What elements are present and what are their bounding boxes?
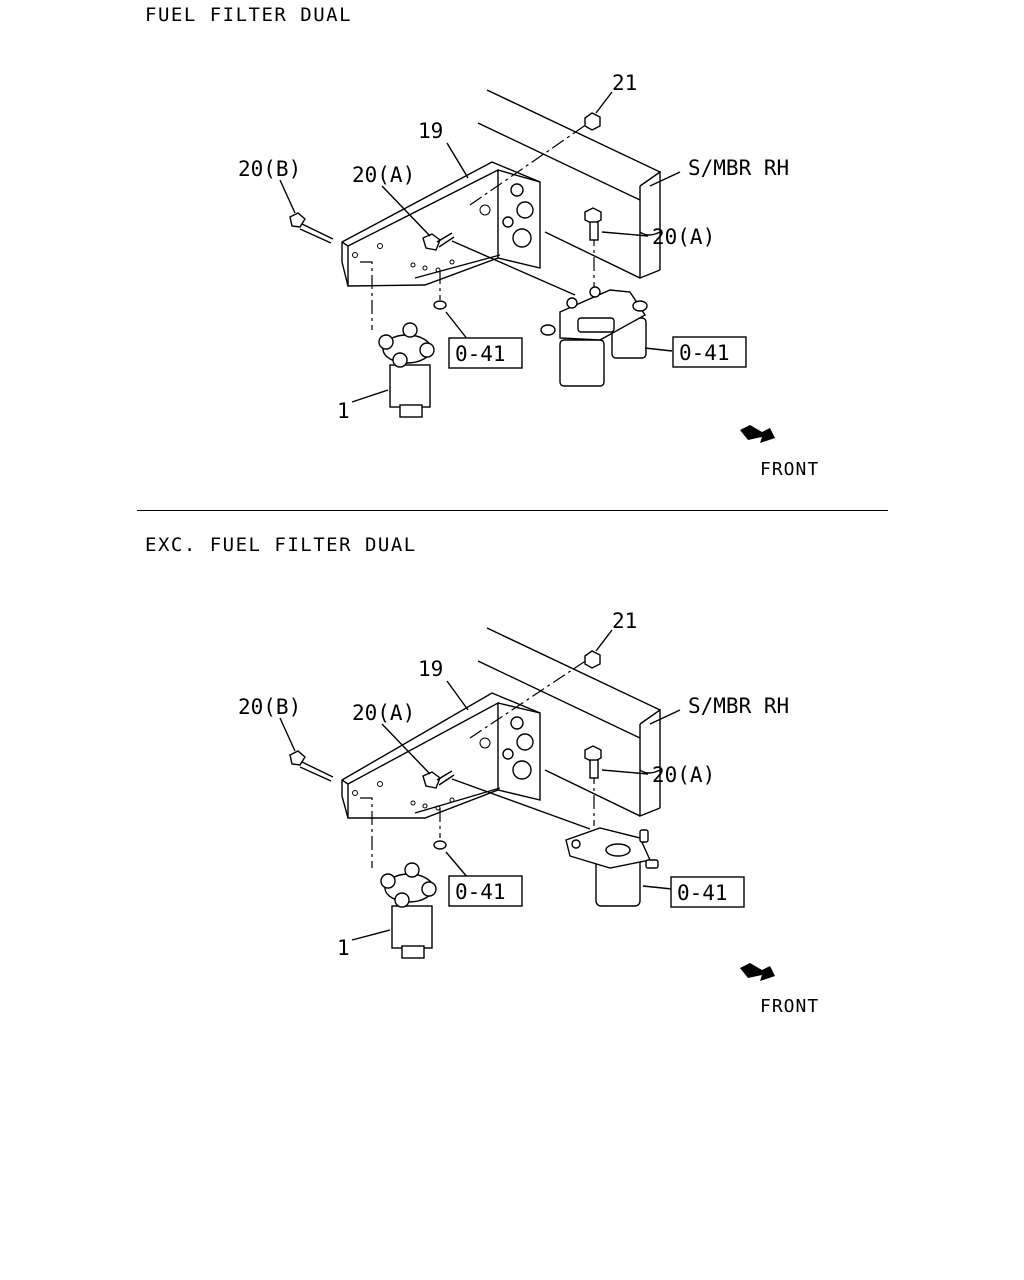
bolt-20a-left (422, 232, 455, 251)
nut-21 (584, 112, 601, 131)
diagram-fuel-filter-dual: 21 19 20(B) 20(A) S/MBR RH 20(A) 0-41 0-… (238, 71, 819, 480)
filter-part-1 (380, 862, 437, 959)
section-title-exc-dual: EXC. FUEL FILTER DUAL (145, 534, 417, 556)
ref-box-right (672, 336, 747, 368)
label-part-1: 1 (337, 399, 350, 423)
label-part-20b: 20(B) (238, 157, 301, 181)
bolt-20b (289, 750, 334, 782)
bolt-20a-right (584, 207, 602, 241)
filter-part-1 (378, 322, 435, 418)
washer (433, 300, 447, 310)
label-ref-right: 0-41 (679, 341, 730, 365)
label-part-20a-right: 20(A) (652, 225, 715, 249)
label-ref-right: 0-41 (677, 881, 728, 905)
ref-box-left (448, 875, 523, 907)
bracket-part-19 (341, 161, 541, 287)
label-front: FRONT (760, 459, 819, 480)
front-arrow-icon (740, 963, 775, 981)
label-front: FRONT (760, 996, 819, 1017)
section-divider (137, 510, 888, 511)
washer (433, 840, 447, 850)
label-ref-left: 0-41 (455, 342, 506, 366)
label-part-19: 19 (418, 657, 443, 681)
section-title-dual: FUEL FILTER DUAL (145, 4, 353, 26)
ref-box-right (670, 876, 745, 908)
label-ref-left: 0-41 (455, 880, 506, 904)
side-member (477, 627, 661, 818)
label-part-20a-right: 20(A) (652, 763, 715, 787)
nut-21 (584, 650, 601, 669)
bracket-part-19 (341, 692, 541, 819)
ref-box-left (448, 337, 523, 369)
bolt-20b (289, 212, 334, 244)
dual-filter-assembly (540, 286, 648, 387)
label-part-20a-left: 20(A) (352, 701, 415, 725)
bolt-20a-right (584, 745, 602, 779)
label-part-1: 1 (337, 936, 350, 960)
bolt-20a-left (422, 770, 455, 789)
label-part-21: 21 (612, 71, 637, 95)
label-part-20b: 20(B) (238, 695, 301, 719)
label-side-member: S/MBR RH (688, 694, 789, 718)
side-member (477, 89, 661, 280)
label-side-member: S/MBR RH (688, 156, 789, 180)
label-part-19: 19 (418, 119, 443, 143)
diagram-exc-fuel-filter-dual: 21 19 20(B) 20(A) S/MBR RH 20(A) 0-41 0-… (238, 609, 819, 1017)
label-part-20a-left: 20(A) (352, 163, 415, 187)
front-arrow-icon (740, 425, 775, 443)
label-part-21: 21 (612, 609, 637, 633)
single-filter-assembly (565, 827, 659, 907)
